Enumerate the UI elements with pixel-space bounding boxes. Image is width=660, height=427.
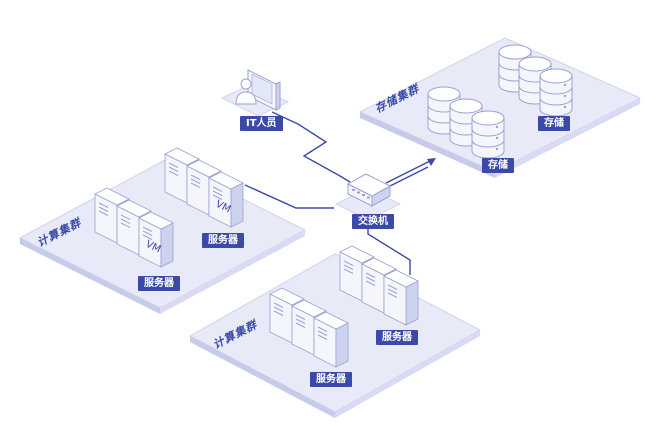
storage-db-6	[471, 110, 505, 159]
storage-label-right: 存储	[538, 116, 570, 131]
storage-label-left: 存储	[482, 158, 514, 173]
compute-1-server-label-lower: 服务器	[138, 276, 180, 291]
switch-device	[346, 173, 392, 207]
server-c2-a3	[383, 269, 419, 326]
storage-cluster-platform	[358, 37, 642, 178]
server-c2-b3	[313, 311, 349, 368]
storage-db-3	[539, 68, 573, 117]
it-staff-label: IT人员	[240, 116, 283, 131]
compute-2-server-label-lower: 服务器	[310, 372, 352, 387]
link-switch-to-storage	[385, 159, 433, 184]
compute-1-server-label-upper: 服务器	[202, 233, 244, 248]
switch-label: 交换机	[352, 214, 394, 229]
server-c1-a3: VM	[208, 171, 244, 228]
arrow-to-storage	[427, 158, 436, 166]
it-staff-icon	[235, 69, 281, 111]
compute-2-server-label-upper: 服务器	[376, 330, 418, 345]
server-c1-b3: VM	[138, 211, 174, 268]
link-it-to-switch	[271, 111, 351, 183]
link-compute1-to-switch	[244, 184, 334, 209]
